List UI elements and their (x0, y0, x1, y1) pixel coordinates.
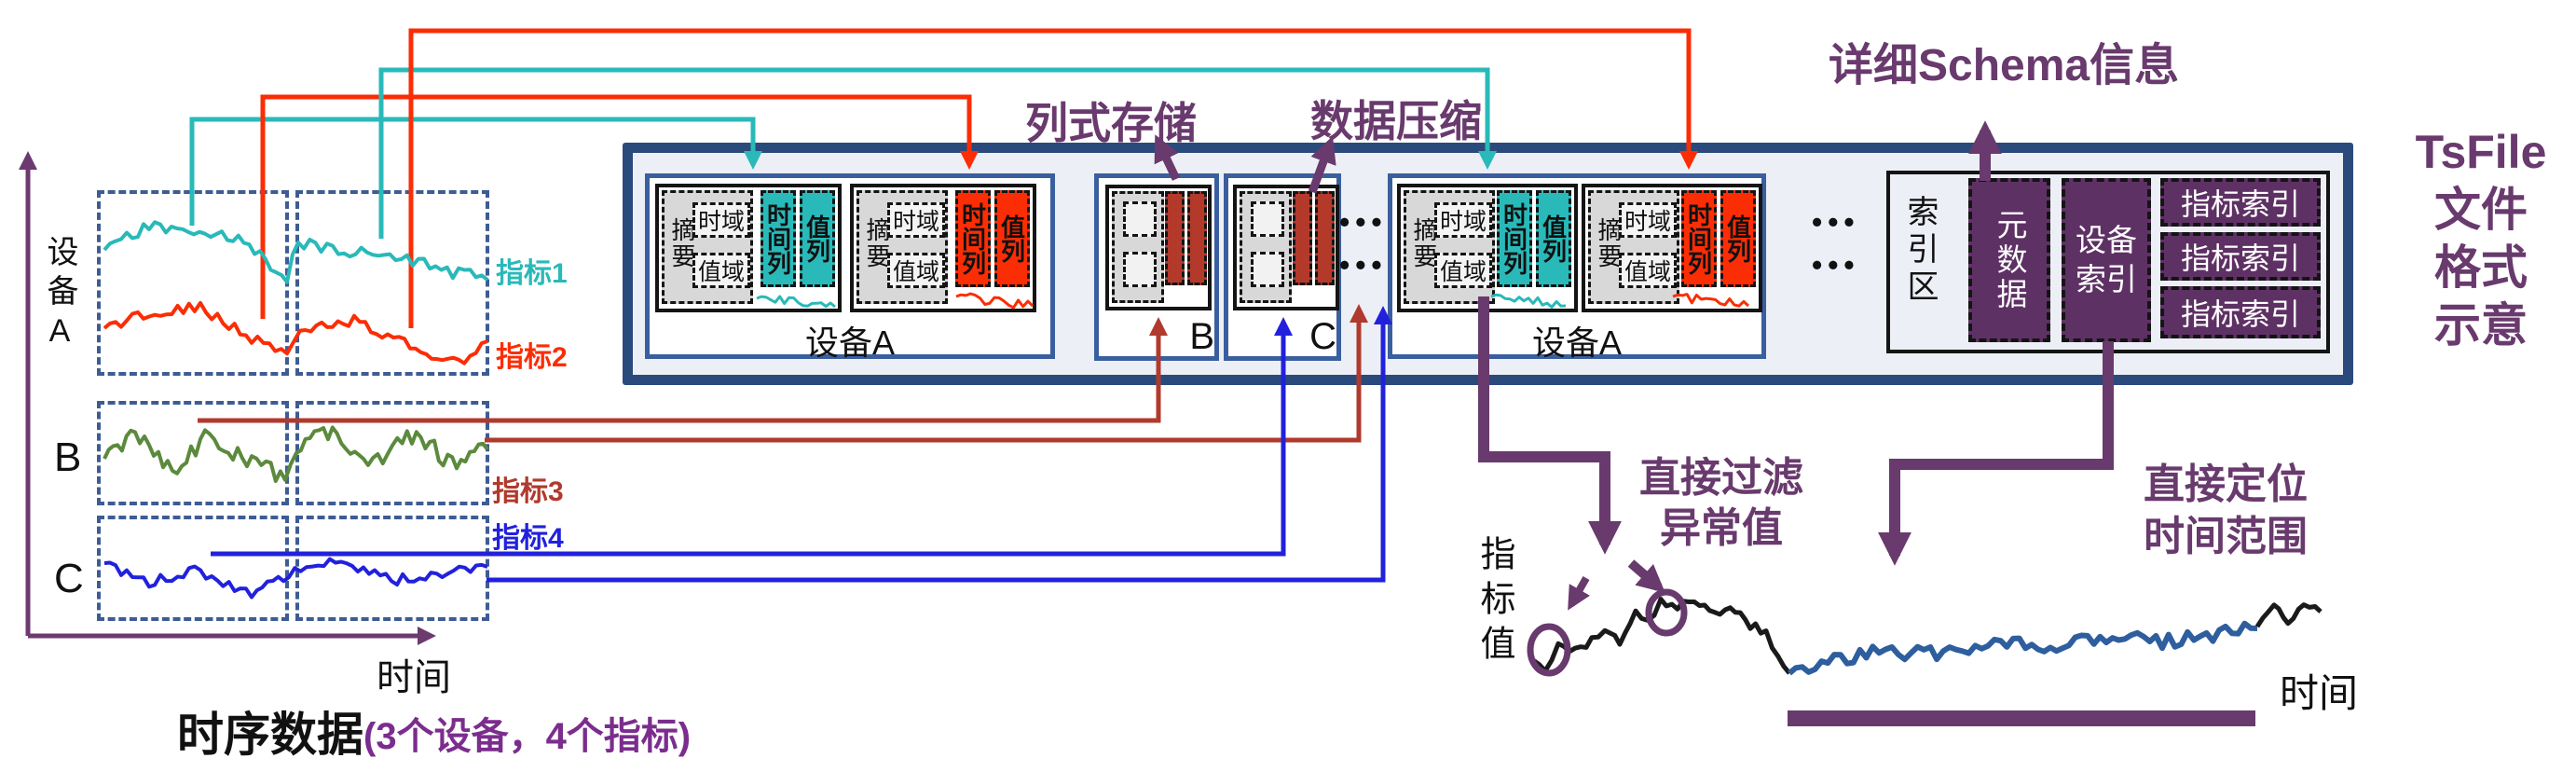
device-group-label: C (1309, 316, 1336, 357)
time-column: 时间列 (955, 190, 991, 287)
time-domain-box (1123, 201, 1157, 237)
time-domain-box: 时域 (1619, 202, 1677, 238)
annotation-schema-info: 详细Schema信息 (1829, 41, 2180, 90)
time-domain-box (1251, 201, 1284, 237)
chunk-window-c2 (295, 516, 489, 621)
chunk-a1-metric2: 摘要 时域 值域 时间列 值列 (850, 184, 1036, 312)
device-c-row-label: C (54, 556, 84, 601)
index-area: 索引区 元数据 设备索引 指标索引 指标索引 指标索引 (1886, 171, 2330, 353)
time-column: 时间列 (1681, 190, 1717, 287)
ellipsis-dots: ••• (1339, 248, 1388, 282)
metric4-label: 指标4 (492, 523, 564, 554)
metric-index-block: 指标索引 (2160, 178, 2321, 227)
device-group-label: B (1189, 316, 1214, 357)
query-chart-y-label: 指标值 (1474, 535, 1514, 669)
annotation-filter-outliers: 直接过滤 异常值 (1639, 455, 1803, 551)
annotation-columnar-storage: 列式存储 (1025, 99, 1197, 147)
value-domain-box: 值域 (692, 253, 750, 288)
chunk-b (1105, 185, 1212, 310)
time-domain-box: 时域 (692, 202, 750, 238)
device-group-a1: 摘要 时域 值域 时间列 值列 摘要 时域 值域 时间列 值列 设备A (645, 173, 1055, 362)
metric2-label: 指标2 (496, 342, 568, 373)
device-a-row-label: 设备A (42, 235, 77, 356)
device-group-b: B (1094, 173, 1219, 361)
device-index-block: 设备索引 (2062, 178, 2151, 342)
device-group-label: 设备A (1531, 324, 1622, 362)
diagram-title: TsFile 文件 格式 示意 (2415, 126, 2547, 352)
time-column: 时间列 (1497, 190, 1532, 287)
chunk-summary: 摘要 时域 值域 (856, 190, 948, 304)
chunk-window-a1 (97, 190, 289, 376)
device-b-row-label: B (54, 434, 82, 480)
value-domain-box (1123, 252, 1157, 287)
left-chart-time-axis-label: 时间 (377, 657, 451, 698)
metric-index-block: 指标索引 (2160, 232, 2321, 281)
chunk-summary: 摘要 时域 值域 (1404, 190, 1495, 304)
query-chart-time-label: 时间 (2280, 671, 2359, 715)
chunk-summary: 摘要 时域 值域 (662, 190, 753, 304)
chunk-window-b2 (295, 401, 489, 505)
chunk-window-a2 (295, 190, 489, 376)
chunk-a2-metric2: 摘要 时域 值域 时间列 值列 (1582, 184, 1762, 312)
chunk-summary (1112, 191, 1164, 303)
value-column (1315, 191, 1335, 285)
metric3-label: 指标3 (492, 476, 564, 507)
device-group-a2: 摘要 时域 值域 时间列 值列 摘要 时域 值域 时间列 值列 设备A (1388, 173, 1766, 362)
ellipsis-dots: ••• (1812, 248, 1860, 282)
metadata-block: 元数据 (1968, 178, 2050, 342)
chunk-a1-metric1: 摘要 时域 值域 时间列 值列 (655, 184, 842, 312)
time-column (1293, 191, 1312, 285)
value-column: 值列 (994, 190, 1030, 287)
chunk-c (1233, 185, 1339, 310)
chunk-summary (1240, 191, 1292, 303)
value-column: 值列 (800, 190, 835, 287)
annotation-data-compression: 数据压缩 (1310, 97, 1482, 145)
value-domain-box (1251, 252, 1284, 287)
value-domain-box: 值域 (887, 253, 945, 288)
value-column (1187, 191, 1207, 285)
metric1-label: 指标1 (496, 258, 568, 289)
time-domain-box: 时域 (887, 202, 945, 238)
chunk-summary: 摘要 时域 值域 (1588, 190, 1679, 304)
chunk-a2-metric1: 摘要 时域 值域 时间列 值列 (1397, 184, 1578, 312)
device-group-c: C (1224, 173, 1341, 361)
metric-index-block: 指标索引 (2160, 286, 2321, 338)
time-column: 时间列 (760, 190, 796, 287)
device-group-label: 设备A (804, 324, 895, 362)
value-domain-box: 值域 (1619, 253, 1677, 288)
value-column: 值列 (1536, 190, 1571, 287)
value-column: 值列 (1720, 190, 1756, 287)
caption-timeseries-data: 时序数据 (177, 709, 363, 761)
caption-note: (3个设备，4个指标) (363, 716, 692, 757)
ellipsis-dots: ••• (1812, 205, 1860, 239)
index-area-label: 索引区 (1902, 195, 1938, 307)
time-domain-box: 时域 (1434, 202, 1492, 238)
chunk-window-c1 (97, 516, 289, 621)
annotation-locate-time-range: 直接定位 时间范围 (2144, 462, 2308, 559)
value-domain-box: 值域 (1434, 253, 1492, 288)
chunk-window-b1 (97, 401, 289, 505)
ellipsis-dots: ••• (1339, 205, 1388, 239)
time-column (1165, 191, 1185, 285)
